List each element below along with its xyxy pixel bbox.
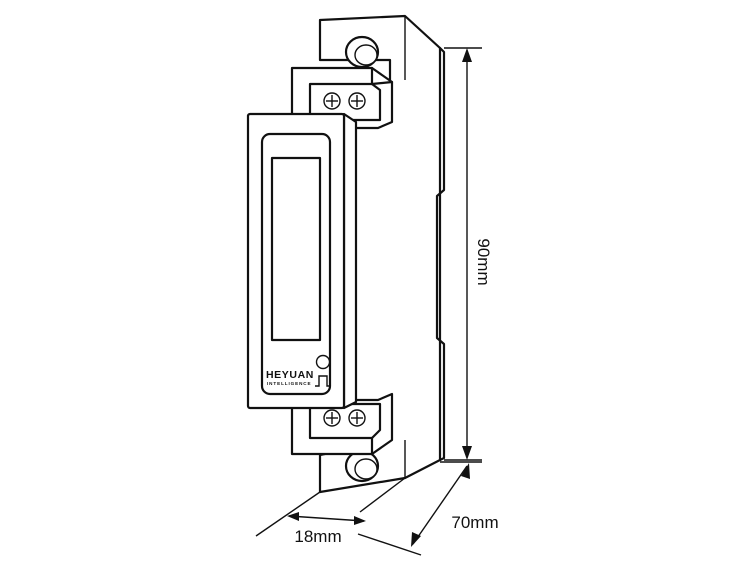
width-dimension: 18mm — [255, 477, 406, 546]
brand-name: HEYUAN — [266, 369, 314, 381]
bottom-mounting-screw — [344, 449, 380, 483]
top-terminal-screw-right — [348, 92, 366, 110]
brand-subtitle: INTELLIGENCE — [267, 381, 312, 386]
top-terminal-screw-left — [323, 92, 341, 110]
depth-label: 70mm — [451, 513, 498, 532]
depth-dimension: 70mm — [357, 461, 499, 556]
bottom-terminal-screw-left — [323, 409, 341, 427]
lcd-window — [270, 156, 322, 342]
width-label: 18mm — [294, 527, 341, 546]
height-label: 90mm — [474, 238, 493, 285]
height-dimension: 90mm — [444, 47, 493, 461]
top-mounting-screw — [344, 35, 380, 69]
pulse-led-icon — [315, 354, 331, 370]
pulse-symbol-icon — [315, 375, 331, 387]
bottom-terminal-screw-right — [348, 409, 366, 427]
front-panel: HEYUAN INTELLIGENCE — [246, 112, 358, 410]
